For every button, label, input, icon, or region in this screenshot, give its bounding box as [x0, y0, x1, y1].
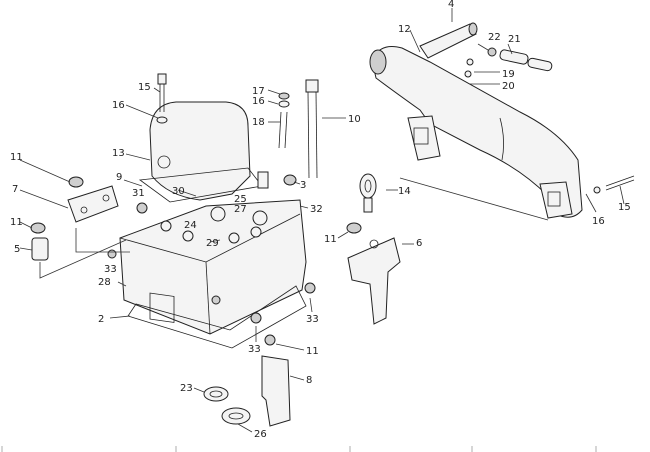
label-13: 13 — [112, 148, 125, 159]
plug-33b — [304, 282, 316, 294]
bottom-ticks — [1, 446, 597, 452]
label-28: 28 — [98, 277, 111, 288]
label-14: 14 — [398, 186, 411, 197]
label-6: 6 — [416, 238, 422, 249]
label-33c: 33 — [248, 344, 261, 355]
label-16b: 16 — [252, 96, 265, 107]
label-11b: 11 — [10, 217, 23, 228]
label-4: 4 — [448, 0, 454, 10]
label-9: 9 — [116, 172, 122, 183]
label-2: 2 — [98, 314, 104, 325]
pipe-plug — [464, 47, 553, 78]
label-20: 20 — [502, 81, 515, 92]
label-30: 30 — [172, 186, 185, 197]
cylinder-head — [119, 199, 307, 335]
label-27: 27 — [234, 204, 247, 215]
plug-33a — [107, 249, 117, 259]
valve-cover — [149, 101, 251, 201]
stud-and-nuts — [278, 92, 290, 149]
label-12: 12 — [398, 24, 411, 35]
plug-33c — [250, 312, 262, 324]
label-15b: 15 — [618, 202, 631, 213]
lifting-eye — [359, 173, 377, 213]
exhaust-manifold — [369, 46, 583, 219]
label-16c: 16 — [592, 216, 605, 227]
leader-lines — [19, 8, 625, 433]
stud-25 — [257, 171, 269, 189]
label-21: 21 — [508, 34, 521, 45]
label-11d: 11 — [306, 346, 319, 357]
label-24: 24 — [184, 220, 197, 231]
label-29: 29 — [206, 238, 219, 249]
label-33b: 33 — [306, 314, 319, 325]
nut-3 — [283, 174, 297, 186]
label-10: 10 — [348, 114, 361, 125]
label-33a: 33 — [104, 264, 117, 275]
label-8: 8 — [306, 375, 312, 386]
label-19: 19 — [502, 69, 515, 80]
label-23: 23 — [180, 383, 193, 394]
plug-31 — [136, 202, 148, 214]
label-11a: 11 — [10, 152, 23, 163]
label-25: 25 — [234, 194, 247, 205]
label-31: 31 — [132, 188, 145, 199]
label-22: 22 — [488, 32, 501, 43]
rocker-bracket-7 — [30, 176, 119, 261]
label-15a: 15 — [138, 82, 151, 93]
label-5: 5 — [14, 244, 20, 255]
label-18: 18 — [252, 117, 265, 128]
label-3: 3 — [300, 180, 306, 191]
part-labels: 4 12 22 21 19 20 15 16 17 16 18 10 13 11… — [10, 0, 631, 440]
label-7: 7 — [12, 184, 18, 195]
label-17: 17 — [252, 86, 265, 97]
cover-bolt — [156, 73, 168, 124]
label-16a: 16 — [112, 100, 125, 111]
bracket-8 — [261, 334, 291, 427]
label-26: 26 — [254, 429, 267, 440]
manifold-bolt — [593, 175, 635, 194]
head-bolt — [305, 79, 319, 179]
label-32: 32 — [310, 204, 323, 215]
label-11c: 11 — [324, 234, 337, 245]
head-gasket — [127, 285, 307, 349]
seal-26 — [221, 407, 251, 425]
seal-23 — [203, 386, 229, 402]
rocker-bracket-6 — [346, 222, 401, 325]
inlet-pipe — [419, 22, 478, 59]
